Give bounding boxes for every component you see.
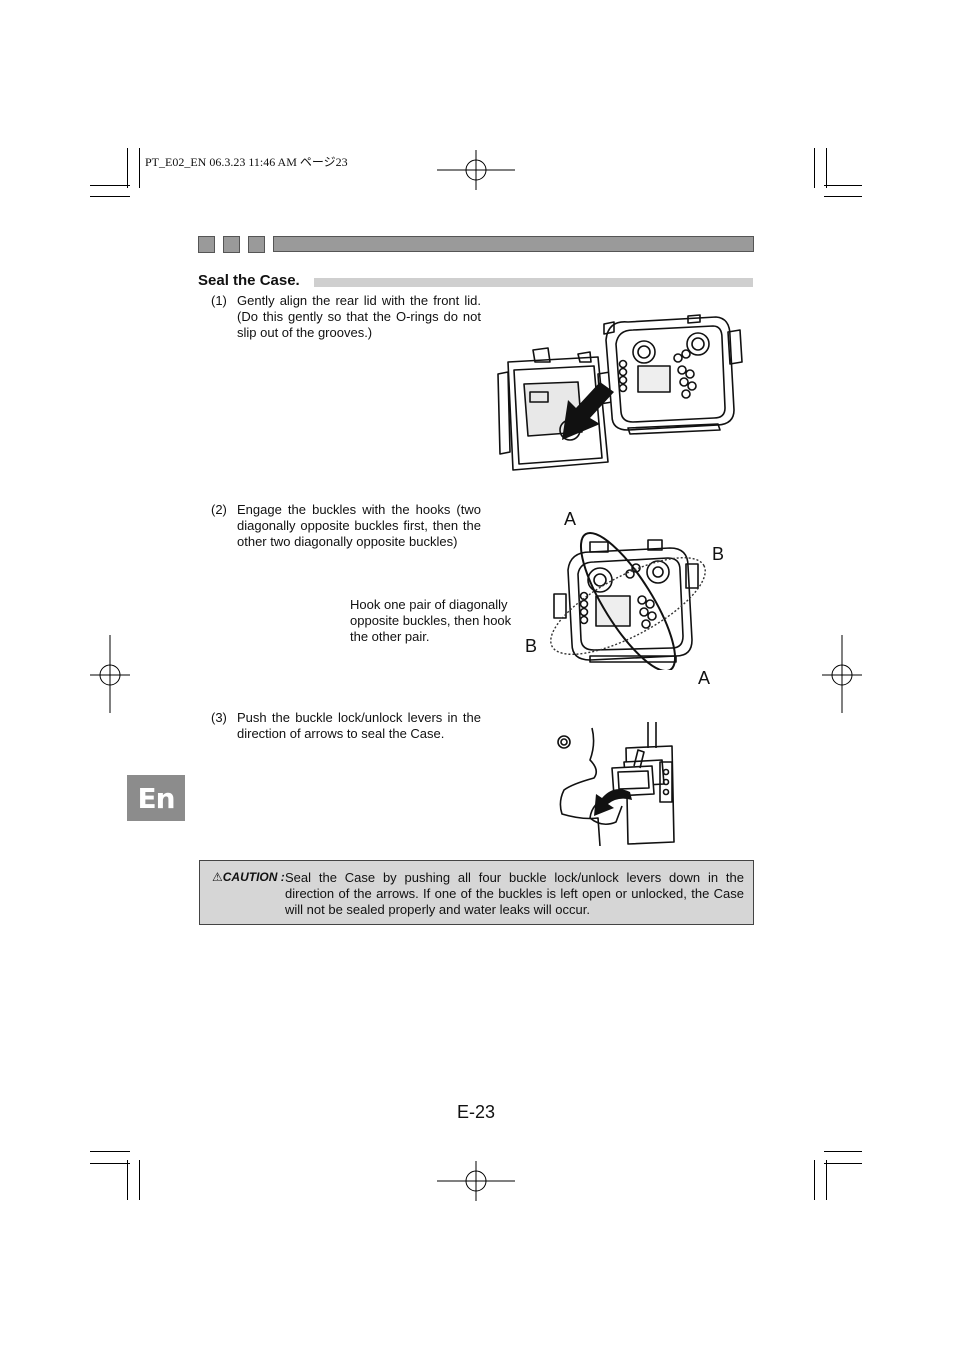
step-3: (3) Push the buckle lock/unlock levers i…	[211, 710, 481, 742]
step-1: (1) Gently align the rear lid with the f…	[211, 293, 481, 341]
caution-label: ⚠CAUTION :	[212, 870, 285, 884]
registration-mark-right	[822, 635, 862, 713]
crop-mark	[814, 148, 815, 188]
registration-mark-left	[90, 635, 130, 713]
crop-mark	[824, 1163, 862, 1164]
crop-mark	[139, 1160, 140, 1200]
section-title: Seal the Case.	[198, 272, 300, 289]
section-title-bar	[314, 278, 753, 287]
label-b-left: B	[525, 636, 538, 656]
header-square	[248, 236, 265, 253]
crop-mark	[90, 196, 130, 197]
hook-pair-note: Hook one pair of diagonally opposite buc…	[350, 597, 512, 644]
label-a-top: A	[564, 509, 577, 529]
crop-mark	[824, 196, 862, 197]
caution-text: Seal the Case by pushing all four buckle…	[285, 870, 744, 917]
step-text: Engage the buckles with the hooks (two d…	[237, 502, 481, 549]
crop-mark	[127, 1160, 128, 1200]
crop-mark	[824, 1151, 862, 1152]
crop-mark	[139, 148, 140, 188]
crop-mark	[127, 148, 128, 188]
crop-mark	[826, 1160, 827, 1200]
page-number: E-23	[457, 1102, 496, 1122]
step-number: (3)	[211, 710, 227, 725]
header-bar	[273, 236, 754, 252]
buckle-lever-illustration	[557, 722, 675, 847]
step-2: (2) Engage the buckles with the hooks (t…	[211, 502, 481, 550]
step-number: (1)	[211, 293, 227, 308]
crop-mark	[826, 148, 827, 188]
step-text: Push the buckle lock/unlock levers in th…	[237, 710, 481, 741]
header-square	[223, 236, 240, 253]
buckle-pairs-illustration	[550, 531, 706, 670]
step-number: (2)	[211, 502, 227, 517]
label-b-right: B	[712, 544, 725, 564]
housing-open-lid-illustration	[497, 314, 743, 471]
crop-mark	[90, 1163, 130, 1164]
warning-triangle-icon: ⚠	[212, 870, 223, 884]
step-text: Gently align the rear lid with the front…	[237, 293, 481, 340]
print-meta: PT_E02_EN 06.3.23 11:46 AM ページ23	[145, 155, 348, 169]
crop-mark	[814, 1160, 815, 1200]
crop-mark	[90, 1151, 130, 1152]
registration-mark-top	[437, 150, 515, 190]
registration-mark-bottom	[437, 1161, 515, 1201]
label-a-bottom: A	[698, 668, 711, 688]
header-square	[198, 236, 215, 253]
crop-mark	[90, 185, 130, 186]
caution-box: ⚠CAUTION : Seal the Case by pushing all …	[199, 860, 754, 925]
language-tab: En	[127, 775, 185, 821]
crop-mark	[824, 185, 862, 186]
